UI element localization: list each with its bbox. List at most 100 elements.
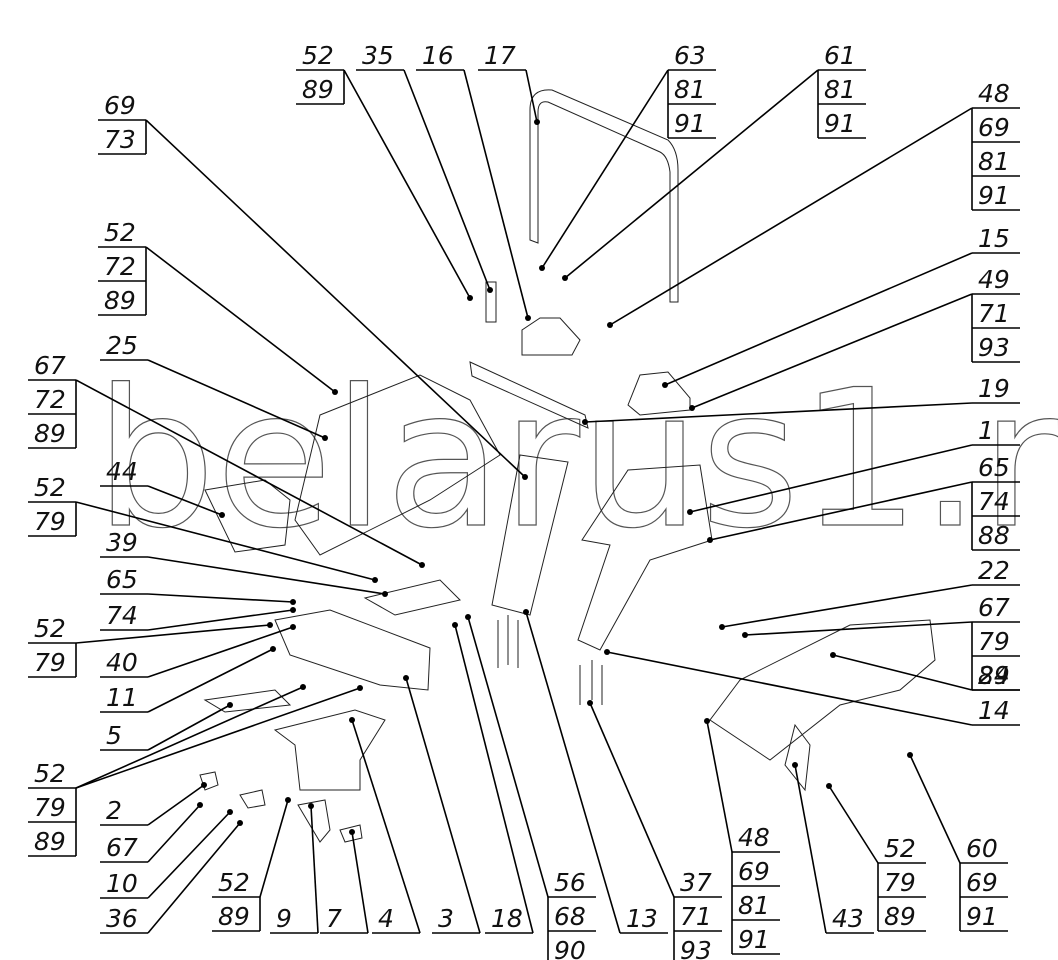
callout-number: 93 [680, 936, 712, 960]
callout-35: 35 [356, 41, 404, 71]
callout-14: 14 [972, 696, 1020, 726]
leader-dot [382, 591, 388, 597]
part-body-3 [274, 609, 431, 691]
callout-number: 79 [884, 868, 916, 897]
leader-line [351, 719, 421, 934]
callout-17: 17 [478, 41, 526, 71]
callout-number: 89 [884, 902, 916, 931]
leader-dot [285, 797, 291, 803]
callout-number: 89 [34, 419, 66, 448]
callout-67: 67 [100, 833, 148, 863]
callout-number: 79 [978, 627, 1010, 656]
leader-dot [419, 562, 425, 568]
callout-number: 71 [680, 902, 712, 931]
leader-dot [349, 717, 355, 723]
leader-dot [523, 609, 529, 615]
leader-line [147, 359, 326, 439]
leader-line [310, 805, 319, 934]
callout-number: 91 [824, 109, 856, 138]
part-panel-25 [294, 374, 501, 556]
leader-dot [290, 607, 296, 613]
callout-1: 1 [972, 416, 1020, 446]
leader-line [147, 704, 231, 751]
leader-dot [704, 718, 710, 724]
leader-dot [587, 700, 593, 706]
part-bracket-7 [339, 824, 363, 843]
leader-line [525, 611, 621, 934]
leader-dot [290, 624, 296, 630]
leader-dot [332, 389, 338, 395]
callout-39: 39 [100, 528, 148, 558]
leader-dot [607, 322, 613, 328]
callout-number: 39 [106, 528, 138, 557]
callout-52: 52 79 89 [877, 834, 926, 932]
callout-number: 91 [978, 181, 1010, 210]
callout-number: 89 [104, 286, 136, 315]
leader-dot [522, 474, 528, 480]
leader-line [463, 69, 529, 319]
callout-43: 43 [826, 904, 874, 934]
callout-number: 17 [484, 41, 516, 70]
callout-18: 18 [485, 904, 533, 934]
callout-number: 15 [978, 224, 1010, 253]
leader-line [584, 402, 973, 423]
callout-number: 79 [34, 648, 66, 677]
leader-line [454, 624, 534, 934]
callout-number: 65 [106, 565, 138, 594]
callout-number: 67 [34, 351, 66, 380]
callout-number: 9 [276, 904, 292, 933]
leader-line [75, 624, 271, 644]
leader-line [541, 69, 669, 269]
callout-number: 7 [326, 904, 342, 933]
leader-dot [907, 752, 913, 758]
leader-line [689, 444, 973, 513]
part-plate-35 [485, 281, 497, 323]
callout-number: 89 [302, 75, 334, 104]
callout-number: 52 [218, 868, 250, 897]
part-step-4 [273, 709, 386, 791]
callout-number: 81 [738, 891, 770, 920]
callout-number: 69 [104, 91, 136, 120]
leader-line [147, 485, 223, 516]
part-fender-24 [709, 619, 936, 761]
callout-number: 65 [978, 453, 1010, 482]
callout-number: 48 [738, 823, 770, 852]
part-bracket-5 [203, 689, 292, 713]
callout-44: 44 [100, 457, 148, 487]
callout-number: 52 [34, 473, 66, 502]
callout-number: 89 [978, 661, 1010, 690]
leader-line [794, 764, 827, 934]
callout-number: 72 [34, 385, 66, 414]
part-handrail [529, 89, 679, 303]
callout-number: 10 [106, 869, 138, 898]
callout-number: 2 [106, 796, 122, 825]
leader-dot [465, 614, 471, 620]
callout-number: 73 [104, 125, 136, 154]
leader-dot [403, 675, 409, 681]
callout-65: 65 [100, 565, 148, 595]
part-plate-39 [363, 579, 461, 616]
leader-line [709, 481, 973, 541]
leader-dot [349, 829, 355, 835]
callout-2: 2 [100, 796, 148, 826]
leader-line [564, 69, 819, 279]
leader-dot [539, 265, 545, 271]
callout-3: 3 [432, 904, 480, 934]
callout-number: 93 [978, 333, 1010, 362]
leader-line [147, 556, 386, 595]
callout-number: 49 [978, 265, 1010, 294]
leader-dot [308, 803, 314, 809]
callout-number: 52 [884, 834, 916, 863]
callout-number: 81 [674, 75, 706, 104]
leader-dot [322, 435, 328, 441]
leader-line [147, 609, 294, 631]
leader-dot [582, 419, 588, 425]
leader-line [75, 501, 376, 581]
leader-dot [197, 802, 203, 808]
callout-number: 69 [738, 857, 770, 886]
bolts [497, 615, 603, 705]
leader-line [589, 702, 675, 898]
callout-number: 67 [978, 593, 1010, 622]
